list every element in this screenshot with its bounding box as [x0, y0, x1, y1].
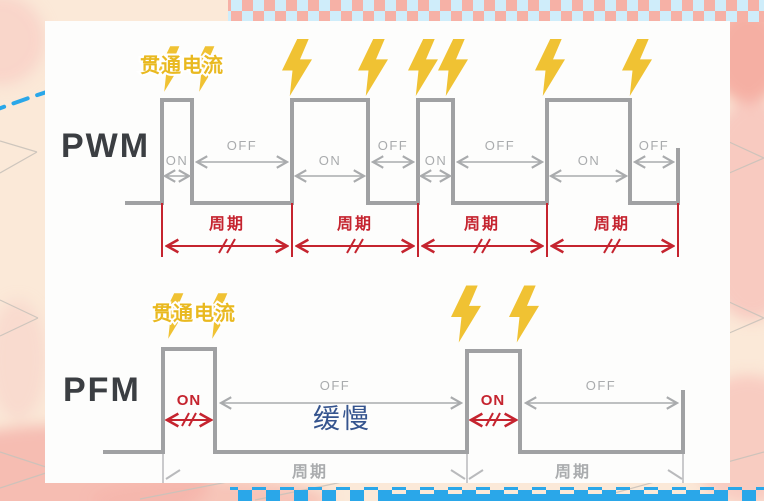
pfm-waveform: [103, 347, 685, 454]
pwm-off-label: OFF: [227, 138, 258, 153]
pfm-surge-label: 贯通电流: [152, 301, 236, 325]
break-slash-marks: [181, 412, 501, 427]
pwm-on-label: ON: [166, 153, 189, 168]
pfm-period-arrowhead-ticks: [165, 469, 683, 480]
pwm-off-label: OFF: [485, 138, 516, 153]
pwm-period-label: 周期: [337, 214, 373, 233]
pfm-on-label: ON: [177, 392, 202, 409]
pfm-off-label: OFF: [320, 378, 351, 393]
pwm-off-label: OFF: [378, 138, 409, 153]
pwm-period-label: 周期: [464, 214, 500, 233]
pwm-title: PWM: [61, 127, 150, 165]
pwm-on-label: ON: [319, 153, 342, 168]
pwm-period-label: 周期: [594, 214, 630, 233]
top-checkerboard: [228, 0, 764, 22]
pfm-title: PFM: [63, 371, 141, 409]
pwm-surge-label: 贯通电流: [140, 53, 224, 77]
period-divider-lines: [161, 203, 679, 257]
pwm-section: 贯通电流 PWM ON OFF ON OFF ON OFF ON OFF: [61, 39, 680, 257]
pwm-period-label: 周期: [209, 214, 245, 233]
pfm-off-label: OFF: [586, 378, 617, 393]
pfm-on-annotations: [167, 413, 516, 426]
break-slash-marks: [218, 238, 621, 254]
pfm-period-boundary-descenders: [162, 454, 684, 483]
bottom-blue-bar: [390, 494, 718, 501]
pwm-off-label: OFF: [639, 138, 670, 153]
pfm-period-label: 周期: [292, 462, 328, 481]
pfm-on-label: ON: [481, 392, 506, 409]
content-panel: [45, 21, 730, 483]
pwm-on-off-annotations: [165, 162, 673, 176]
pwm-period-row: [161, 203, 679, 257]
pfm-section: 贯通电流 PFM ON ON OFF OFF 缓慢 周期 周期: [63, 285, 685, 483]
pwm-on-label: ON: [578, 153, 601, 168]
pwm-on-label: ON: [425, 153, 448, 168]
pfm-period-label: 周期: [555, 462, 591, 481]
pfm-slow-label: 缓慢: [313, 404, 371, 434]
